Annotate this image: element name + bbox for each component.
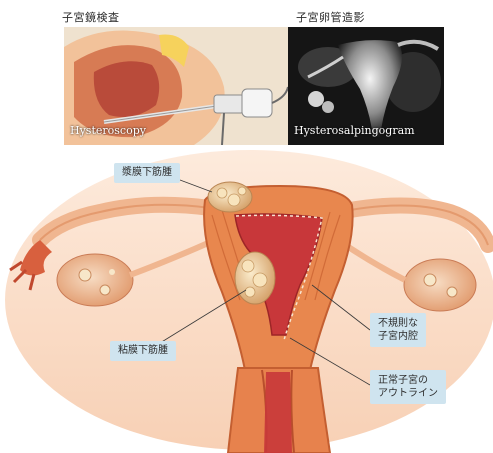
normal-outline-label: 正常子宮の アウトライン [370, 370, 446, 404]
irregular-cavity-line2: 子宮内腔 [378, 330, 418, 343]
normal-outline-line1: 正常子宮の [378, 374, 438, 387]
irregular-cavity-line1: 不規則な [378, 317, 418, 330]
right-ovary [404, 259, 476, 311]
left-ovary [57, 254, 133, 306]
normal-outline-line2: アウトライン [378, 387, 438, 400]
irregular-cavity-label: 不規則な 子宮内腔 [370, 313, 426, 347]
submucosal-fibroid-label: 粘膜下筋腫 [110, 341, 176, 361]
subserosal-fibroid [208, 182, 252, 212]
subserosal-fibroid-label: 漿膜下筋腫 [114, 163, 180, 183]
submucosal-fibroid [235, 252, 275, 304]
